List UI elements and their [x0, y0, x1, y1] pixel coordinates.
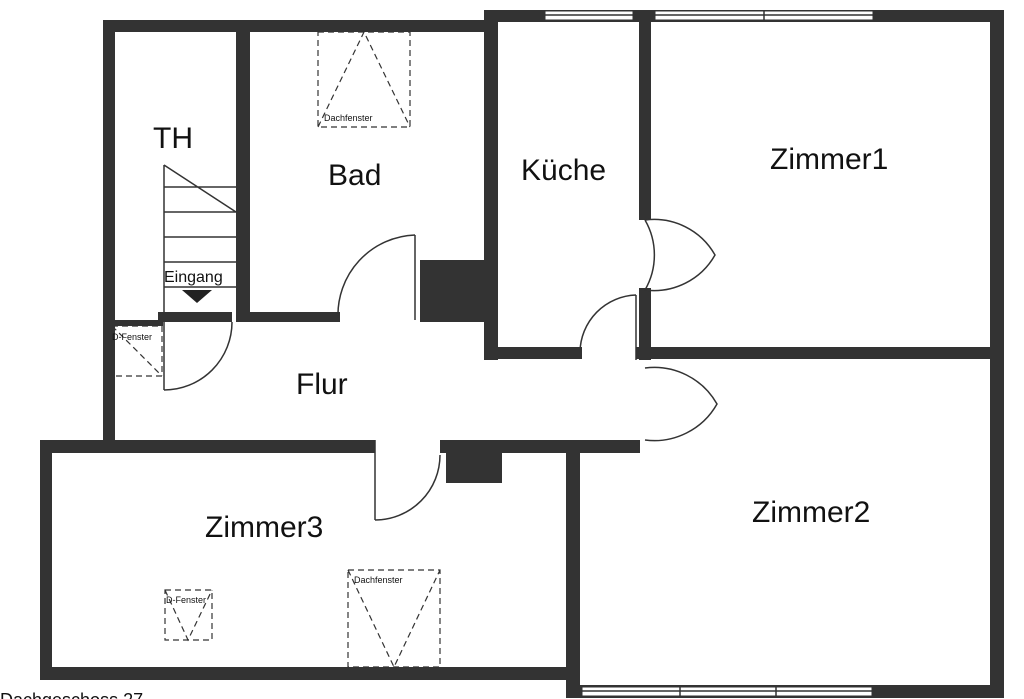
- room-label-zimmer3: Zimmer3: [205, 511, 323, 544]
- skylight-niche: [111, 325, 163, 377]
- label-eingang: Eingang: [164, 269, 223, 286]
- wall-kueche-zimmer1-upper: [639, 10, 651, 220]
- staircase: [163, 164, 237, 315]
- door-bad: [337, 234, 416, 320]
- wall-stair-bottom: [158, 312, 232, 322]
- label-d-fenster-niche: D-Fenster: [112, 332, 152, 342]
- skylights: [111, 30, 441, 669]
- shaft-block-2: [446, 440, 502, 483]
- footer-text: Dachgeschoss 27: [0, 690, 143, 699]
- door-eingang: [163, 321, 233, 391]
- room-label-th: TH: [153, 122, 193, 155]
- skylight-bad: [317, 30, 411, 128]
- label-dachfenster-zimmer3: Dachfenster: [354, 575, 403, 585]
- doors: [163, 218, 718, 521]
- wall-kueche-zimmer1-lower: [639, 288, 651, 360]
- room-label-bad: Bad: [328, 159, 381, 192]
- wall-top-left: [103, 20, 493, 32]
- stairs: [163, 164, 237, 315]
- wall-zimmer1-zimmer2: [636, 347, 1004, 359]
- door-zimmer1-arc: [644, 218, 716, 292]
- door-zimmer1: [644, 219, 656, 291]
- room-label-kueche: Küche: [521, 154, 606, 187]
- wall-zimmer3-left: [40, 440, 52, 680]
- wall-kueche-bottom: [484, 347, 582, 359]
- wall-th-bad: [236, 20, 250, 312]
- entrance-arrow-icon: [182, 290, 212, 303]
- wall-zimmer3-zimmer2: [566, 440, 580, 698]
- wall-niche-top: [103, 320, 163, 326]
- room-label-flur: Flur: [296, 368, 348, 401]
- label-dachfenster-bad: Dachfenster: [324, 113, 373, 123]
- windows: [544, 10, 874, 697]
- room-label-zimmer2: Zimmer2: [752, 496, 870, 529]
- door-zimmer2: [644, 366, 718, 442]
- wall-flur-zimmer3-left: [40, 440, 375, 453]
- wall-bad-bottom-left: [236, 312, 340, 322]
- skylight-zimmer3-small: [164, 589, 213, 642]
- door-zimmer3: [374, 440, 441, 521]
- wall-bad-kueche: [484, 10, 498, 360]
- door-kueche: [579, 294, 637, 360]
- label-d-fenster-zimmer3: D-Fenster: [166, 595, 206, 605]
- wall-left: [103, 20, 115, 442]
- skylight-zimmer3: [347, 569, 441, 669]
- room-label-zimmer1: Zimmer1: [770, 143, 888, 176]
- wall-zimmer3-bottom: [40, 667, 580, 680]
